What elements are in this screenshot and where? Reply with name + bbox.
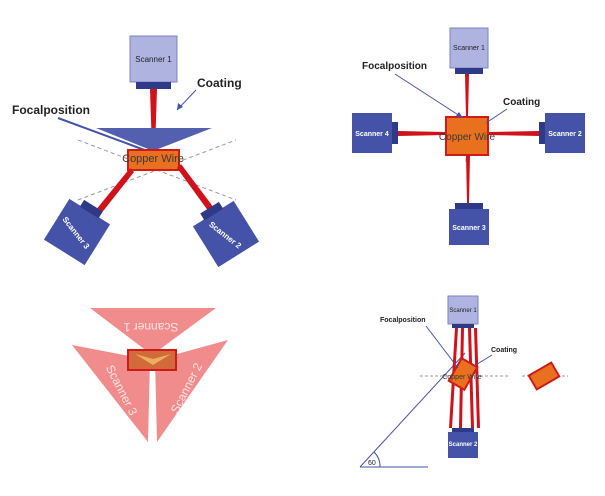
scanner-2-label: Scanner 2	[449, 442, 478, 448]
scanner-4-lens	[392, 122, 398, 144]
focalposition-pointer	[425, 325, 459, 369]
laser-beam	[474, 328, 480, 428]
scanner-2-lens	[539, 122, 545, 144]
focalposition-label: Focalposition	[380, 317, 426, 324]
copper-wire-label: Copper Wire	[442, 374, 481, 381]
laser-beam	[466, 155, 470, 203]
arrow-head-icon	[456, 112, 463, 118]
scanner-3-box	[449, 209, 489, 245]
scanner-1-cone	[90, 308, 216, 355]
panel-d: 60 Scanner 1 Scanner 2 Copper Wire Focal…	[359, 295, 568, 468]
scanner-1-label: Scanner 1	[135, 55, 172, 64]
focalposition-pointer	[394, 73, 464, 119]
focalposition-label: Focalposition	[362, 61, 427, 72]
scanner-1-label: Scanner 1	[453, 45, 485, 52]
copper-wire	[127, 149, 180, 171]
coating-pointer	[485, 108, 508, 124]
angle-slope-line	[359, 352, 466, 468]
coating-label: Coating	[197, 76, 242, 90]
coating-label: Coating	[491, 347, 517, 354]
coating-shape	[96, 128, 212, 151]
scanner-1-lens	[455, 68, 483, 74]
focalposition-pointer	[57, 117, 151, 153]
scanner-4-box	[352, 113, 392, 153]
scanner-3: Scanner 3	[43, 198, 111, 266]
scanner-1-label: Scanner 1	[449, 308, 477, 314]
arrow-head-icon	[177, 103, 183, 110]
scanner-1-lens	[452, 324, 474, 328]
scanner-2-lens	[452, 428, 474, 432]
panel-a: Scanner 1 Focalposition Coating Copper W…	[12, 35, 260, 268]
laser-beam	[398, 131, 446, 136]
panel-c: Scanner 1 Scanner 3 Scanner 2	[72, 308, 228, 442]
scanner-3-lens	[455, 203, 483, 209]
scanner-3-label: Scanner 3	[452, 225, 486, 232]
copper-wire-label: Copper Wire	[439, 132, 496, 143]
panel-b: Scanner 1 Scanner 4 Scanner 2 Scanner 3 …	[352, 27, 585, 245]
copper-wire-label: Copper Wire	[122, 153, 184, 165]
scanner-1-lens	[136, 82, 171, 89]
scanner-2: Scanner 2	[192, 200, 260, 268]
scanner-2-box	[192, 200, 260, 268]
coating-label: Coating	[503, 97, 540, 108]
laser-beam	[177, 164, 214, 212]
scanner-1-box	[129, 35, 178, 83]
scanner-2-box	[545, 113, 585, 153]
copper-wire-side-body	[527, 361, 561, 391]
coating-shape	[135, 354, 171, 365]
scanner-2-label: Scanner 2	[548, 131, 582, 138]
laser-beam	[488, 131, 539, 136]
copper-wire-side	[527, 361, 561, 391]
scanner-3-lens	[79, 199, 103, 219]
angle-label: 60	[368, 460, 376, 467]
focalposition-label: Focalposition	[12, 103, 90, 117]
scanner-2-box	[448, 432, 478, 458]
scanner-2-lens	[200, 201, 224, 221]
angle-arc	[373, 451, 381, 468]
copper-wire	[445, 116, 489, 156]
copper-wire	[447, 356, 479, 392]
coating-pointer	[473, 354, 493, 367]
copper-wire-body	[447, 356, 479, 392]
laser-beam	[465, 74, 469, 117]
scanner-3-box	[43, 198, 111, 266]
scanner-1-box	[449, 27, 489, 69]
scanner-4-label: Scanner 4	[355, 131, 389, 138]
scanner-1-label: Scanner 1	[123, 320, 178, 334]
laser-beam	[95, 168, 134, 215]
